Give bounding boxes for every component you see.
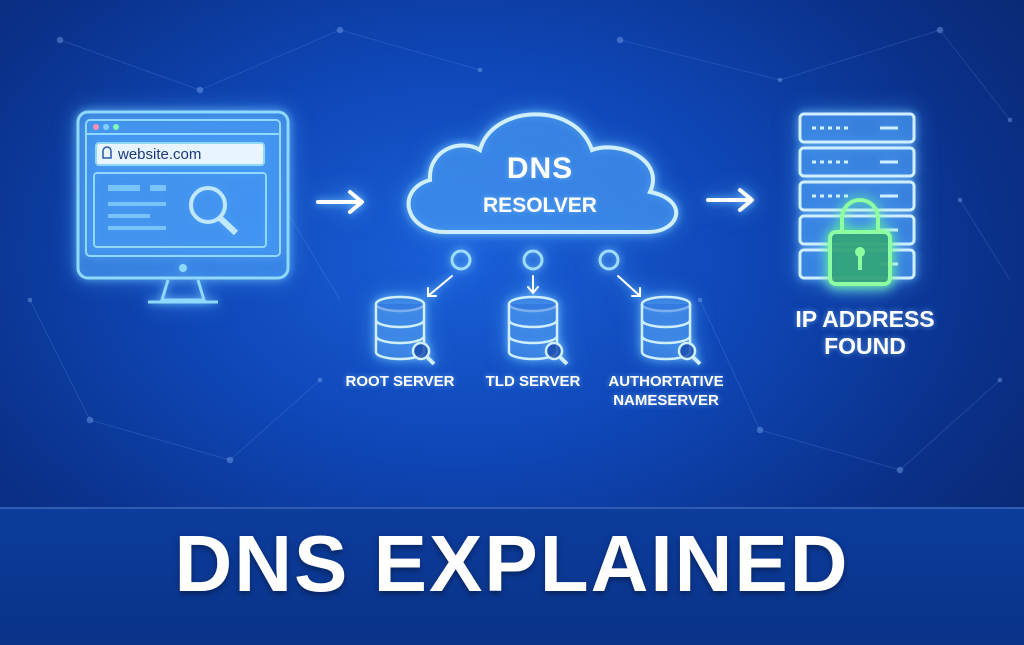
database-icon xyxy=(640,295,702,366)
url-bar-icon xyxy=(102,146,112,159)
tld-server-label: TLD SERVER xyxy=(485,373,581,390)
arrow-right-icon xyxy=(706,188,754,212)
authoritative-nameserver-label: AUTHORTATIVE NAMESERVER xyxy=(608,373,724,409)
root-server-label: ROOT SERVER xyxy=(345,373,455,390)
banner-title: DNS EXPLAINED xyxy=(174,519,850,608)
resolver-title: DNS xyxy=(506,152,574,185)
ip-address-found-label: IP ADDRESS FOUND xyxy=(795,306,935,359)
connectors xyxy=(450,249,620,271)
search-icon xyxy=(189,186,239,236)
cloud-icon xyxy=(406,112,679,234)
resolver-subtitle: RESOLVER xyxy=(483,194,597,217)
database-icon xyxy=(507,295,569,366)
database-icon xyxy=(374,295,436,366)
arrow-right-icon xyxy=(316,190,364,214)
title-banner xyxy=(0,507,1024,645)
padlock-icon xyxy=(828,198,892,286)
monitor-icon xyxy=(76,110,290,304)
url-text: website.com xyxy=(118,146,202,163)
